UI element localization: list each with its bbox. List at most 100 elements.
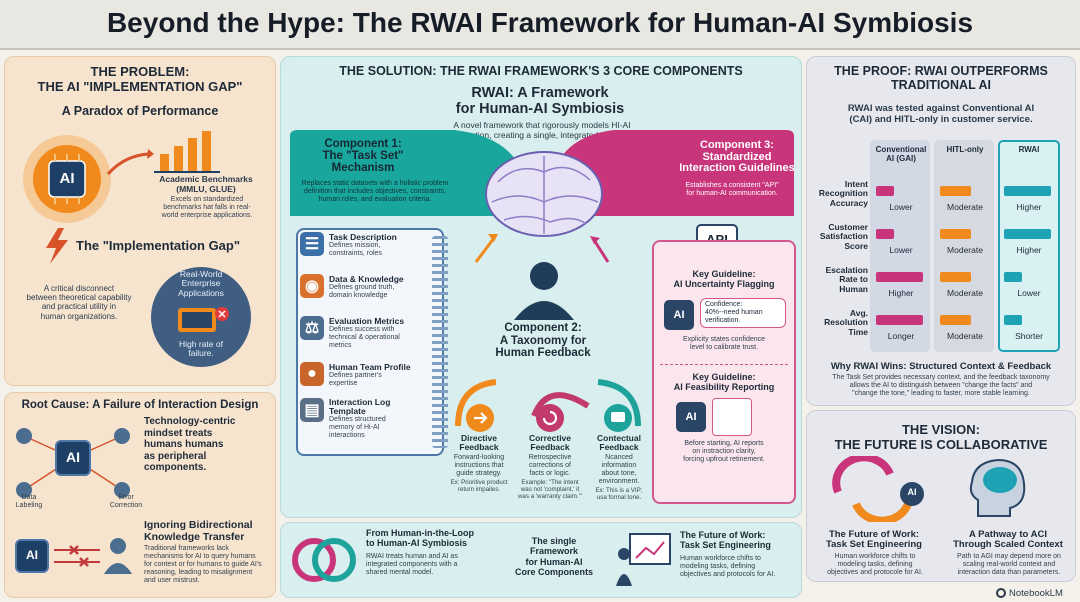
proof-bar	[1004, 315, 1022, 325]
proof-heading: THE PROOF: RWAI OUTPERFORMS TRADITIONAL …	[834, 64, 1048, 92]
benchmark-desc: Excels on standardized benchmarks hat fa…	[161, 196, 253, 220]
ignoring-title: Ignoring Bidirectional Knowledge Transfe…	[144, 519, 253, 543]
feedback-columns: Directive Feedback Forward-looking instr…	[446, 434, 650, 502]
task-set-item-desc: Defines ground truth, domain knowledge	[329, 284, 395, 300]
proof-row-label: Escalation Rate to Human	[825, 265, 868, 294]
proof-cell-value: Lower	[889, 245, 913, 255]
title-bar: Beyond the Hype: The RWAI Framework for …	[0, 0, 1080, 50]
page-title: Beyond the Hype: The RWAI Framework for …	[106, 7, 974, 38]
proof-col-header: RWAI	[1018, 145, 1040, 154]
proof-desc: RWAI was tested against Conventional AI …	[847, 103, 1035, 125]
symbiosis-rings-icon	[292, 538, 356, 582]
transfer-ai-label: AI	[26, 548, 38, 562]
single-framework-text: The single Framework for Human-AI Core C…	[514, 536, 593, 578]
vision-aci-title: A Pathway to ACI Through Scaled Context	[953, 529, 1063, 551]
lightning-arrow-icon	[46, 228, 68, 264]
confidence-bubble: Confidence: 40%--need human verification…	[700, 298, 786, 329]
presenter-board-icon	[616, 533, 671, 586]
report-checklist-icon	[712, 398, 752, 436]
vision-panel	[806, 410, 1076, 582]
proof-bar	[940, 272, 971, 282]
feedback-title: Contectual Feedback	[597, 433, 641, 452]
guideline-1-title: Key Guideline: AI Uncertainty Flagging	[673, 269, 775, 289]
guideline-divider	[660, 364, 788, 365]
proof-cell-value: Higher	[1016, 202, 1042, 212]
task-set-item-title: Interaction Log Template	[329, 397, 391, 416]
feedback-example: Ex: This is a VIP; usa formal tone.	[595, 487, 643, 501]
proof-bar	[876, 229, 894, 239]
feedback-corrective: Corrective Feedback Retrospective correc…	[515, 434, 585, 502]
proof-bar	[1004, 186, 1051, 196]
symbiosis-desc: RWAI treats human and AI as integrated c…	[366, 553, 458, 577]
feedback-title: Corrective Feedback	[528, 433, 572, 452]
guideline-1-desc: Explicity states confidence level to cal…	[682, 336, 766, 352]
brand-badge: NotebookLM	[996, 586, 1078, 600]
vision-aci-desc: Path to AGI may depend more on scaling r…	[957, 553, 1061, 577]
proof-bar	[1004, 229, 1051, 239]
data-labeling-label: Data Labeling	[15, 494, 43, 510]
feedback-title: Directive Feedback	[459, 433, 499, 452]
arrow-to-benchmark	[106, 149, 154, 176]
brain-head-profile-icon	[969, 458, 1026, 517]
gap-desc: A critical disconnect between theoretica…	[26, 284, 132, 321]
tech-centric-text: Technology-centric mindset treats humans…	[144, 416, 236, 473]
peripheral-network-graphic	[16, 428, 130, 498]
brand-label: NotebookLM	[1009, 587, 1063, 599]
solution-heading: THE SOLUTION: THE RWAI FRAMEWORK'S 3 COR…	[339, 64, 743, 78]
benchmark-bar-icon	[154, 131, 220, 173]
proof-bar	[876, 315, 923, 325]
task-set-card-edge	[432, 236, 448, 448]
feedback-desc: Forward-looking instructions that guide …	[453, 453, 505, 477]
ai-report-icon: AI	[676, 402, 706, 432]
task-set-item-desc: Defines success with technical & operati…	[329, 326, 400, 350]
task-set-item-title: Data & Knowledge	[329, 274, 404, 284]
network-ai-label: AI	[66, 449, 80, 465]
vision-heading: THE VISION: THE FUTURE IS COLLABORATIVE	[834, 422, 1048, 452]
problem-heading: THE PROBLEM: THE AI "IMPLEMENTATION GAP"	[37, 64, 243, 94]
proof-bar	[1004, 272, 1022, 282]
proof-row-label: Intent Recognition Accuracy	[818, 179, 868, 208]
proof-cell-value: Moderate	[947, 202, 983, 212]
task-set-item-desc: Defines structured memory of Hi-AI inter…	[329, 415, 386, 439]
document-log-icon: ▤	[300, 398, 324, 422]
feedback-example: Example: "The intent was not 'complaint,…	[517, 478, 583, 500]
proof-bar	[940, 186, 971, 196]
root-cause-title: Root Cause: A Failure of Interaction Des…	[21, 399, 259, 411]
vision-ai-label: AI	[907, 487, 917, 497]
future-work-desc: Human workforce chifts to modeling tasks…	[680, 555, 776, 579]
proof-bar	[876, 186, 894, 196]
proof-row-label: Avg. Resolution Time	[824, 308, 868, 337]
guideline-2-desc: Before starting, AI reports on instracti…	[683, 440, 765, 464]
feedback-example: Ex: Prioritive product return impailes.	[450, 478, 508, 493]
proof-bar	[940, 229, 971, 239]
guidelines-card	[652, 240, 796, 504]
proof-bar	[876, 272, 923, 282]
why-title: Why RWAI Wins: Structured Context & Feed…	[830, 361, 1052, 372]
root-cause-panel	[4, 392, 276, 598]
vision-fw-desc: Human workforce chifts to modeling tasks…	[827, 553, 923, 577]
ignoring-desc: Traditional frameworks lack mechanisms f…	[144, 545, 262, 585]
feedback-circles-graphic	[455, 379, 641, 432]
proof-cell-value: Shorter	[1015, 331, 1043, 341]
balance-scale-icon: ⚖	[300, 316, 324, 340]
task-set-item-desc: Defines mission, constraints, roles	[329, 242, 382, 258]
guideline-2-title: Key Guideline: AI Feasibility Reporting	[673, 372, 775, 392]
proof-cell-value: Moderate	[947, 288, 983, 298]
component-1-desc: Replaces static datasets with a holistic…	[301, 180, 449, 204]
proof-col-header: HITL-only	[946, 145, 984, 154]
notebooklm-logo-icon	[996, 588, 1006, 598]
component-3-desc: Establishes a consistent "API" for human…	[685, 182, 779, 198]
vision-fw-title: The Future of Work: Task Set Engineering	[826, 529, 922, 551]
paradox-title: A Paradox of Performance	[61, 104, 219, 118]
proof-bar	[940, 315, 971, 325]
feedback-contextual: Contectual Feedback Ncanced information …	[588, 434, 650, 502]
clipboard-icon: ☰	[300, 232, 324, 256]
gap-title: The "Implementation Gap"	[76, 238, 241, 253]
component-3-title: Component 3: Standardized Interaction Gu…	[679, 139, 795, 175]
component-2-title: Component 2: A Taxonomy for Human Feedba…	[495, 322, 591, 360]
proof-cell-value: Lower	[1017, 288, 1041, 298]
task-set-item-title: Evaluation Metrics	[329, 316, 405, 326]
